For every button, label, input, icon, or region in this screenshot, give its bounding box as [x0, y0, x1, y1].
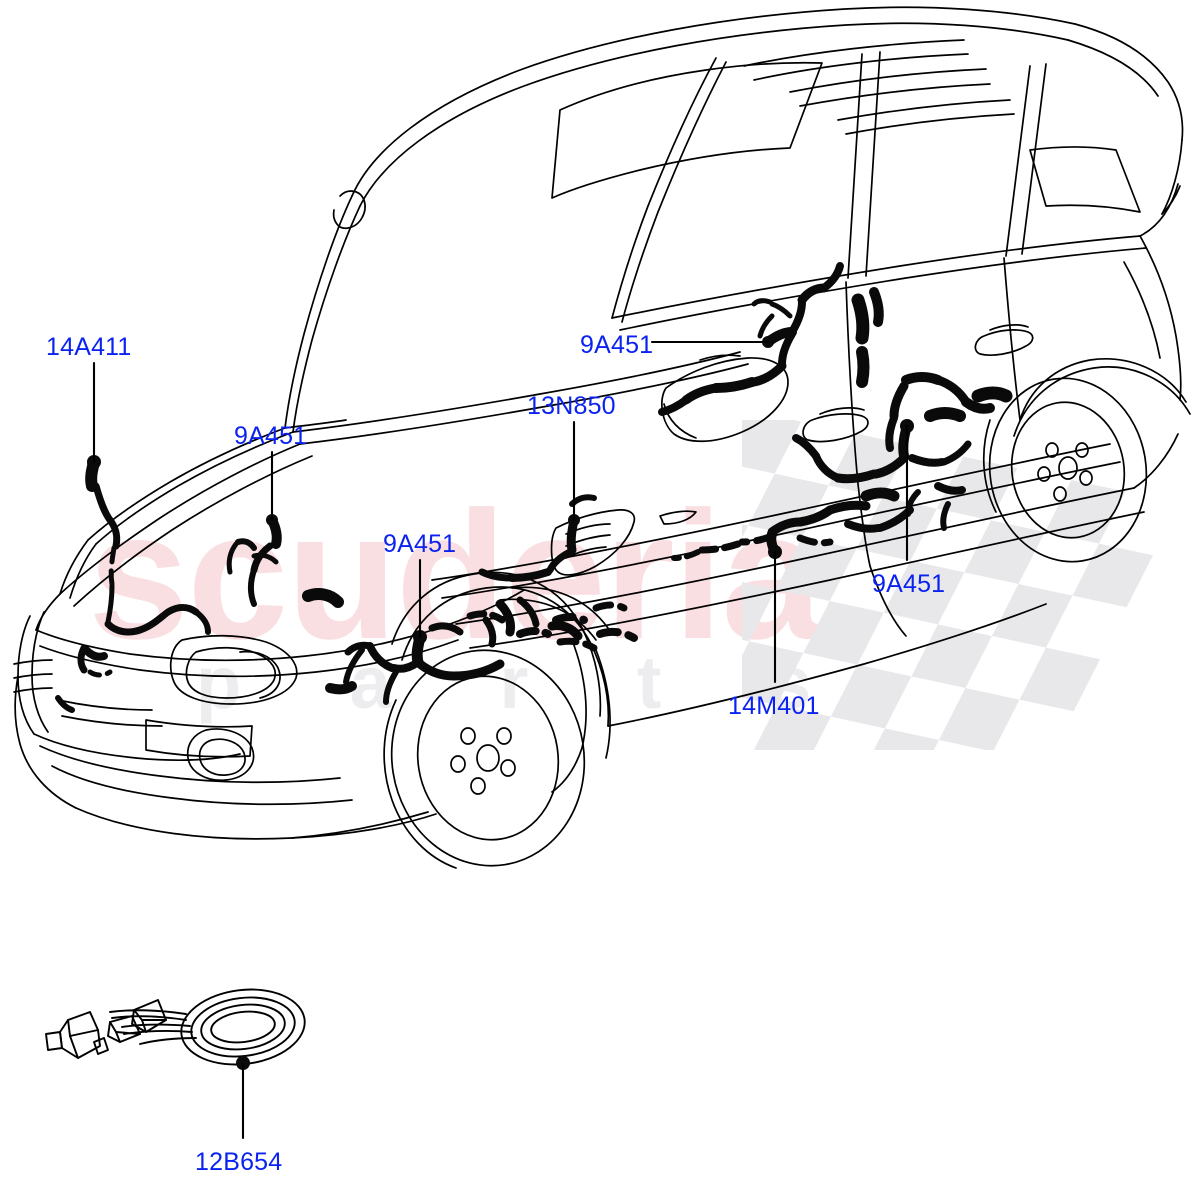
callout-label-14m401-c6[interactable]: 14M401	[728, 692, 820, 720]
callout-label-14a411-c1[interactable]: 14A411	[46, 333, 132, 361]
callout-label-9a451-c2[interactable]: 9A451	[234, 422, 308, 450]
callout-label-12b654-c8[interactable]: 12B654	[195, 1148, 283, 1176]
callout-label-9a451-c3[interactable]: 9A451	[580, 331, 654, 359]
callout-label-9a451-c7[interactable]: 9A451	[872, 570, 946, 598]
callout-label-9a451-c5[interactable]: 9A451	[383, 530, 457, 558]
callout-label-13n850-c4[interactable]: 13N850	[527, 392, 616, 420]
